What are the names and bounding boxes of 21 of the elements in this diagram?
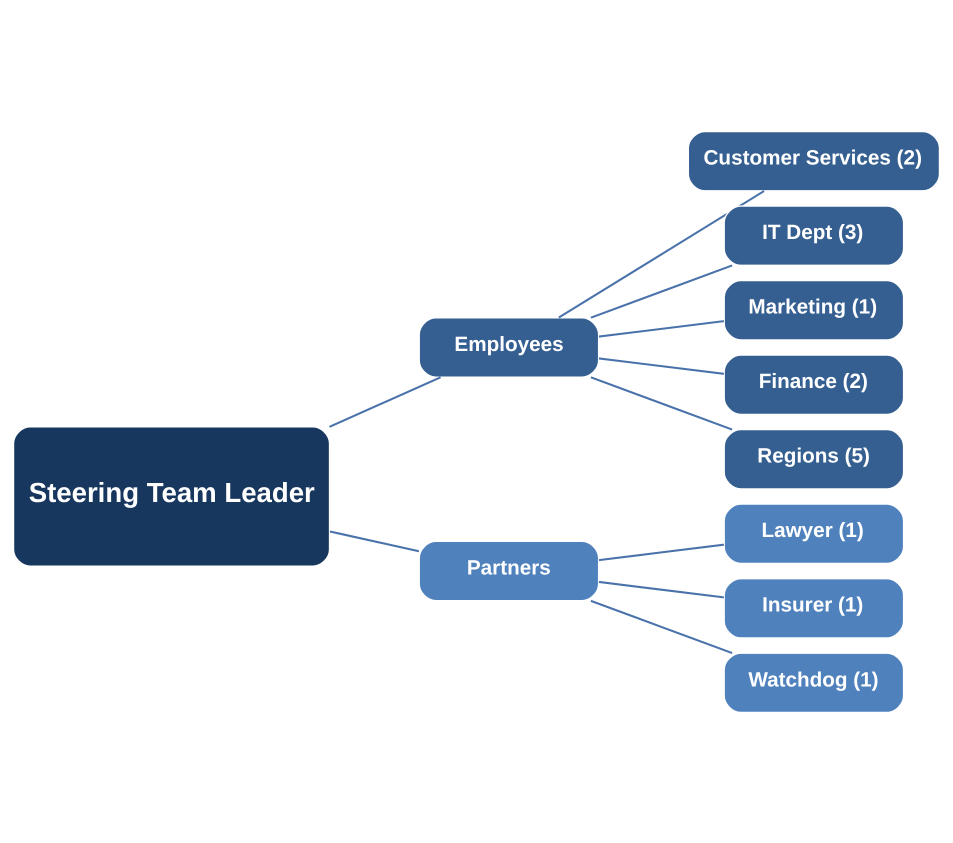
connector	[330, 530, 420, 552]
connector	[590, 376, 732, 430]
connector	[590, 599, 732, 654]
node-box: Watchdog (1)	[724, 652, 904, 713]
node-box: IT Dept (3)	[724, 204, 904, 266]
connector	[329, 376, 442, 428]
connector	[558, 190, 765, 318]
node-box: Lawyer (1)	[724, 502, 904, 564]
node-box: Partners	[418, 540, 600, 601]
connector	[598, 543, 724, 561]
node-box: Regions (5)	[724, 428, 904, 490]
connector	[598, 320, 724, 338]
node-box: Finance (2)	[724, 354, 904, 415]
connector	[598, 580, 724, 598]
node-box: Employees	[418, 316, 600, 378]
node-box: Marketing (1)	[724, 279, 904, 340]
node-box: Customer Services (2)	[688, 130, 940, 192]
node-box: Insurer (1)	[724, 577, 904, 638]
connector	[598, 356, 724, 374]
node-box: Steering Team Leader	[12, 426, 330, 566]
connector	[590, 264, 732, 318]
